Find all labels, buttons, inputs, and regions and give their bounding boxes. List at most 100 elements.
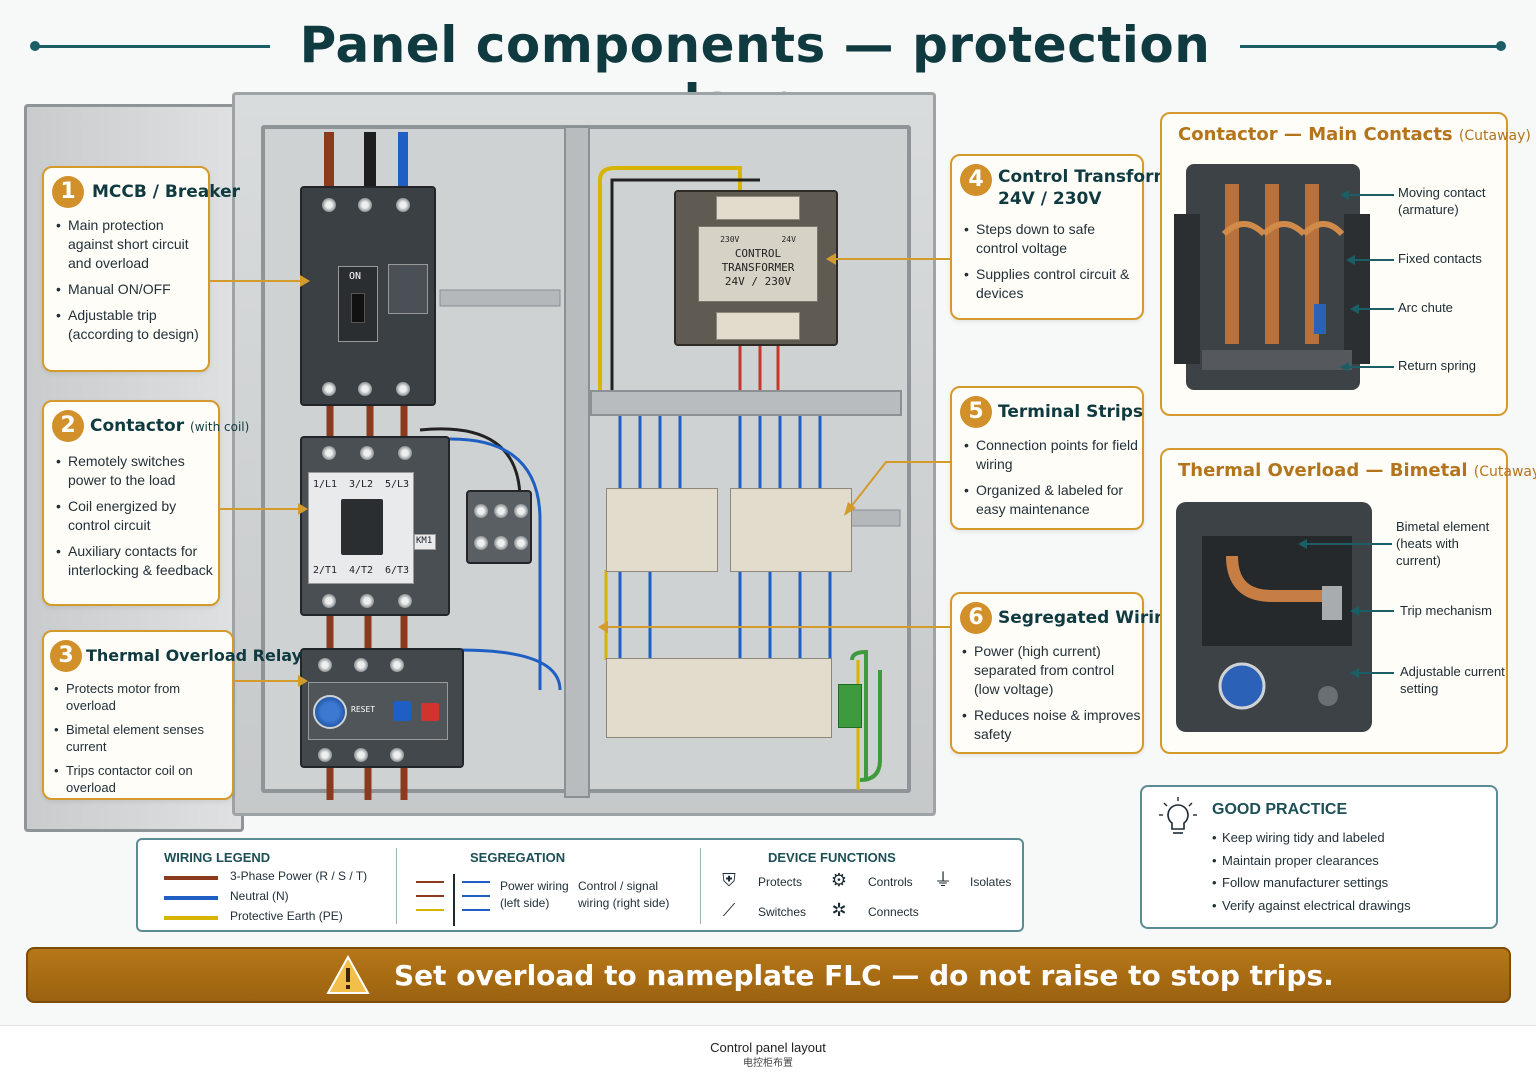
terminal-strip-lower[interactable] <box>606 658 832 738</box>
cutaway-label: Fixed contacts <box>1398 251 1482 266</box>
mccb-toggle-lever[interactable] <box>351 293 365 323</box>
warning-banner: Set overload to nameplate FLC — do not r… <box>26 947 1511 1003</box>
contactor-terminal-label: 2/T1 <box>313 565 338 576</box>
callout-2-arrowhead <box>298 503 308 515</box>
overload-screw <box>390 658 404 672</box>
transformer-primary-voltage: 230V <box>720 235 740 244</box>
mccb-device[interactable]: ON <box>300 186 436 406</box>
function-label: Switches <box>758 905 807 919</box>
auxiliary-contact-block[interactable] <box>466 490 532 564</box>
cutaway-pointer <box>1348 366 1394 368</box>
aux-screw <box>514 504 528 518</box>
callout-bullets: Remotely switches power to the load Coil… <box>56 452 216 587</box>
incoming-phase-l3 <box>398 132 408 192</box>
phase-swatch <box>164 876 218 880</box>
wiring-legend-heading: WIRING LEGEND <box>164 850 271 865</box>
contactor-terminal-label: 6/T3 <box>385 565 410 576</box>
transformer-earth-wire <box>598 166 742 390</box>
mccb-screw <box>396 198 410 212</box>
aux-screw <box>514 536 528 550</box>
switch-icon: ⟋ <box>722 900 736 921</box>
terminal-strip-upper-left[interactable] <box>606 488 718 572</box>
cutaway-pointer <box>1354 259 1394 261</box>
segregation-icon <box>416 874 490 926</box>
callout-title: Contactor (with coil) <box>90 416 249 436</box>
callout-title-main: Contactor <box>90 416 185 436</box>
legend-panel: WIRING LEGEND 3-Phase Power (R / S / T) … <box>136 838 1024 932</box>
overload-current-dial[interactable] <box>313 695 347 729</box>
cutaway-pointer-head <box>1298 539 1307 549</box>
contactor-terminal-label: 1/L1 <box>313 479 338 490</box>
cutaway-pointer-head <box>1350 606 1359 616</box>
overload-reset-button[interactable] <box>393 701 411 721</box>
pe-terminal-block[interactable] <box>838 684 862 728</box>
overload-reset-label: RESET <box>351 705 376 714</box>
cutaway-pointer-head <box>1346 255 1355 265</box>
cutaway-pointer-head <box>1340 190 1349 200</box>
aux-screw <box>474 504 488 518</box>
contactor-screw <box>398 594 412 608</box>
cutaway-label: Adjustable current setting <box>1400 664 1505 696</box>
footer: Control panel layout 电控柜布置 <box>0 1025 1536 1076</box>
callout-4-arrowhead <box>826 253 836 265</box>
contactor-terminal-label: 5/L3 <box>385 479 410 490</box>
aux-screw <box>474 536 488 550</box>
mccb-screw <box>322 382 336 396</box>
callout-1-arrow <box>210 280 302 282</box>
mccb-screw <box>322 198 336 212</box>
cutaway-label: Trip mechanism <box>1400 603 1492 618</box>
transformer-secondary-voltage: 24V <box>781 235 796 244</box>
callout-6-arrow <box>606 626 950 628</box>
callout-bullet: Organized & labeled for easy maintenance <box>964 481 1140 519</box>
callout-4-arrow <box>834 258 950 260</box>
earth-swatch <box>164 916 218 920</box>
callout-bullet: Adjustable trip (according to design) <box>56 306 206 344</box>
mccb-toggle-housing: ON <box>338 266 378 342</box>
callout-mccb: 1 MCCB / Breaker Main protection against… <box>42 166 240 372</box>
cutaway-pointer <box>1358 672 1394 674</box>
good-practice-item: Maintain proper clearances <box>1212 850 1411 873</box>
contactor-tag-text: KM1 <box>416 536 433 546</box>
incoming-phase-l1 <box>324 132 334 192</box>
good-practice-item: Keep wiring tidy and labeled <box>1212 827 1411 850</box>
callout-2-arrow <box>220 508 300 510</box>
power-wiring-label: Power wiring (left side) <box>500 879 569 910</box>
gear-icon: ⚙ <box>830 870 848 891</box>
aux-screw <box>494 504 508 518</box>
footer-caption-secondary: 电控柜布置 <box>743 1058 793 1069</box>
transformer-nameplate: 230V 24V CONTROL TRANSFORMER 24V / 230V <box>698 226 818 302</box>
callout-bullet: Connection points for field wiring <box>964 436 1140 474</box>
cutaway-title: Contactor — Main Contacts (Cutaway) <box>1178 124 1531 145</box>
function-label: Controls <box>868 875 913 889</box>
contactor-cutaway-panel: Contactor — Main Contacts (Cutaway) Movi… <box>1160 112 1531 416</box>
title-rule-left <box>34 45 270 48</box>
thermal-overload-relay[interactable]: RESET <box>300 648 464 768</box>
warning-triangle-icon <box>326 955 370 994</box>
cutaway-pointer <box>1358 610 1394 612</box>
overload-screw <box>318 748 332 762</box>
callout-bullet: Remotely switches power to the load <box>56 452 216 490</box>
contactor-device[interactable]: 1/L1 3/L2 5/L3 2/T1 4/T2 6/T3 KM1 <box>300 436 450 616</box>
contactor-screw <box>360 594 374 608</box>
callout-bullet: Trips contactor coil on overload <box>54 762 232 796</box>
transformer-secondary-wires <box>738 346 780 390</box>
cutaway-pointer-head <box>1350 668 1359 678</box>
overload-stop-button[interactable] <box>421 703 439 721</box>
callout-6-arrowhead <box>598 621 608 633</box>
good-practice-item: Verify against electrical drawings <box>1212 895 1411 918</box>
cutaway-subtitle: (Cutaway) <box>1473 464 1536 480</box>
cutaway-title-main: Contactor — Main Contacts <box>1178 124 1453 145</box>
callout-bullets: Connection points for field wiring Organ… <box>964 436 1140 526</box>
callout-terminal-strips: 5 Terminal Strips Connection points for … <box>950 386 1144 530</box>
cutaway-title: Thermal Overload — Bimetal (Cutaway) <box>1178 460 1536 481</box>
mccb-screw <box>358 382 372 396</box>
callout-number-badge: 5 <box>960 396 992 428</box>
contactor-screw <box>360 446 374 460</box>
callout-title-line2: 24V / 230V <box>998 189 1102 209</box>
shield-icon: ⛨ <box>722 870 736 891</box>
contactor-to-overload-wires <box>326 610 408 650</box>
terminal-strip-upper-right[interactable] <box>730 488 852 572</box>
control-transformer[interactable]: 230V 24V CONTROL TRANSFORMER 24V / 230V <box>674 190 838 346</box>
warning-text: Set overload to nameplate FLC — do not r… <box>394 959 1334 992</box>
